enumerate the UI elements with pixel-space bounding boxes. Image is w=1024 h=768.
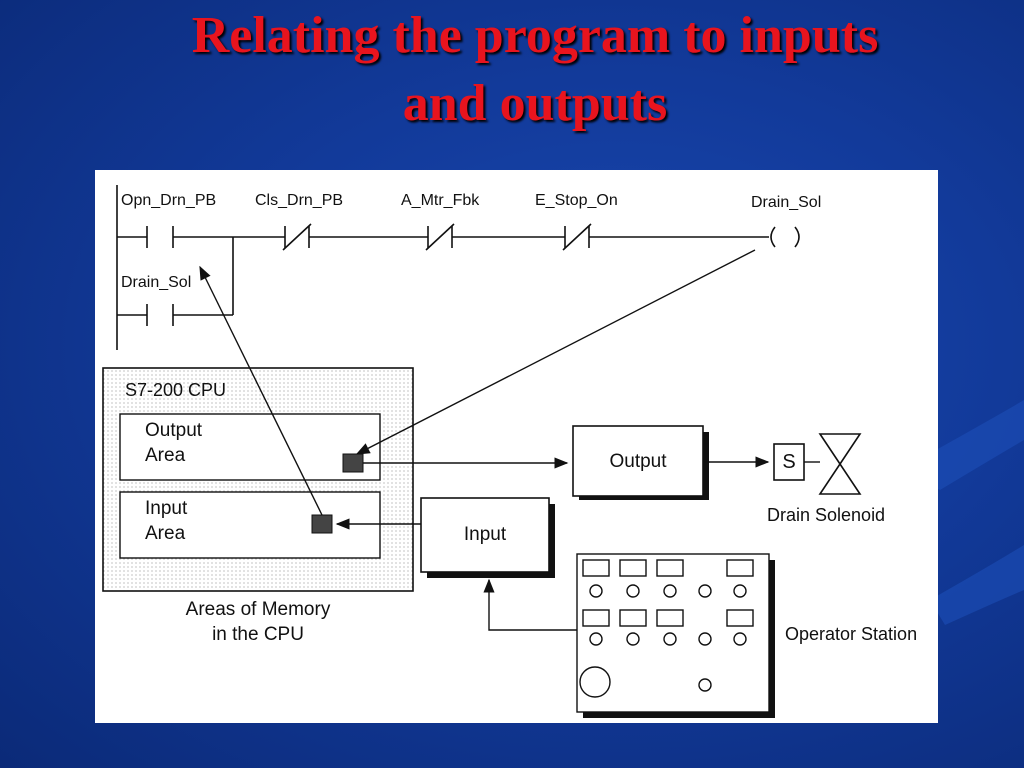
valve-icon	[818, 433, 862, 495]
input-bit-cell	[311, 514, 333, 534]
operator-station-label: Operator Station	[785, 624, 918, 644]
output-module	[572, 425, 704, 497]
estop-knob	[579, 666, 611, 698]
label-coil-drain-sol: Drain_Sol	[751, 194, 822, 211]
cpu-title: S7-200 CPU	[125, 380, 227, 400]
diagram-panel: Opn_Drn_PB Cls_Drn_PB A_Mtr_Fbk E_Stop_O…	[95, 170, 938, 723]
title-line-2: and outputs	[402, 75, 668, 132]
coil-drain-sol	[770, 226, 776, 248]
modules	[420, 425, 862, 578]
cpu-caption-1: Areas of Memory	[185, 599, 331, 620]
output-module-label: Output	[609, 451, 667, 472]
input-module-label: Input	[463, 524, 507, 545]
signal-arrows	[199, 249, 820, 631]
diagram-drawing	[102, 185, 862, 718]
output-area-label-1: Output	[145, 420, 203, 441]
station-to-input-arrow	[483, 578, 577, 631]
label-cls-drn-pb: Cls_Drn_PB	[255, 192, 344, 209]
label-opn-drn-pb: Opn_Drn_PB	[121, 192, 217, 209]
cpu-caption-2: in the CPU	[212, 624, 304, 645]
drain-solenoid-label: Drain Solenoid	[767, 505, 886, 525]
output-bit-cell	[342, 453, 364, 473]
input-module	[420, 497, 550, 573]
solenoid-symbol: S	[782, 451, 796, 473]
slide-title: Relating the program to inputs and outpu…	[80, 2, 990, 138]
output-area-box	[119, 413, 381, 481]
label-e-stop-on: E_Stop_On	[535, 192, 618, 209]
coil-to-output-bit-arrow	[355, 249, 756, 455]
output-area-label-2: Area	[145, 445, 186, 466]
title-line-1: Relating the program to inputs	[191, 7, 879, 64]
cpu-block	[102, 367, 414, 592]
label-latch-drain-sol: Drain_Sol	[121, 274, 192, 291]
input-area-label-2: Area	[145, 523, 186, 544]
label-a-mtr-fbk: A_Mtr_Fbk	[401, 192, 480, 209]
operator-station-panel	[576, 553, 775, 718]
input-bit-to-contact-arrow	[199, 265, 323, 516]
input-area-label-1: Input	[145, 498, 188, 519]
ladder-rung	[116, 185, 800, 350]
